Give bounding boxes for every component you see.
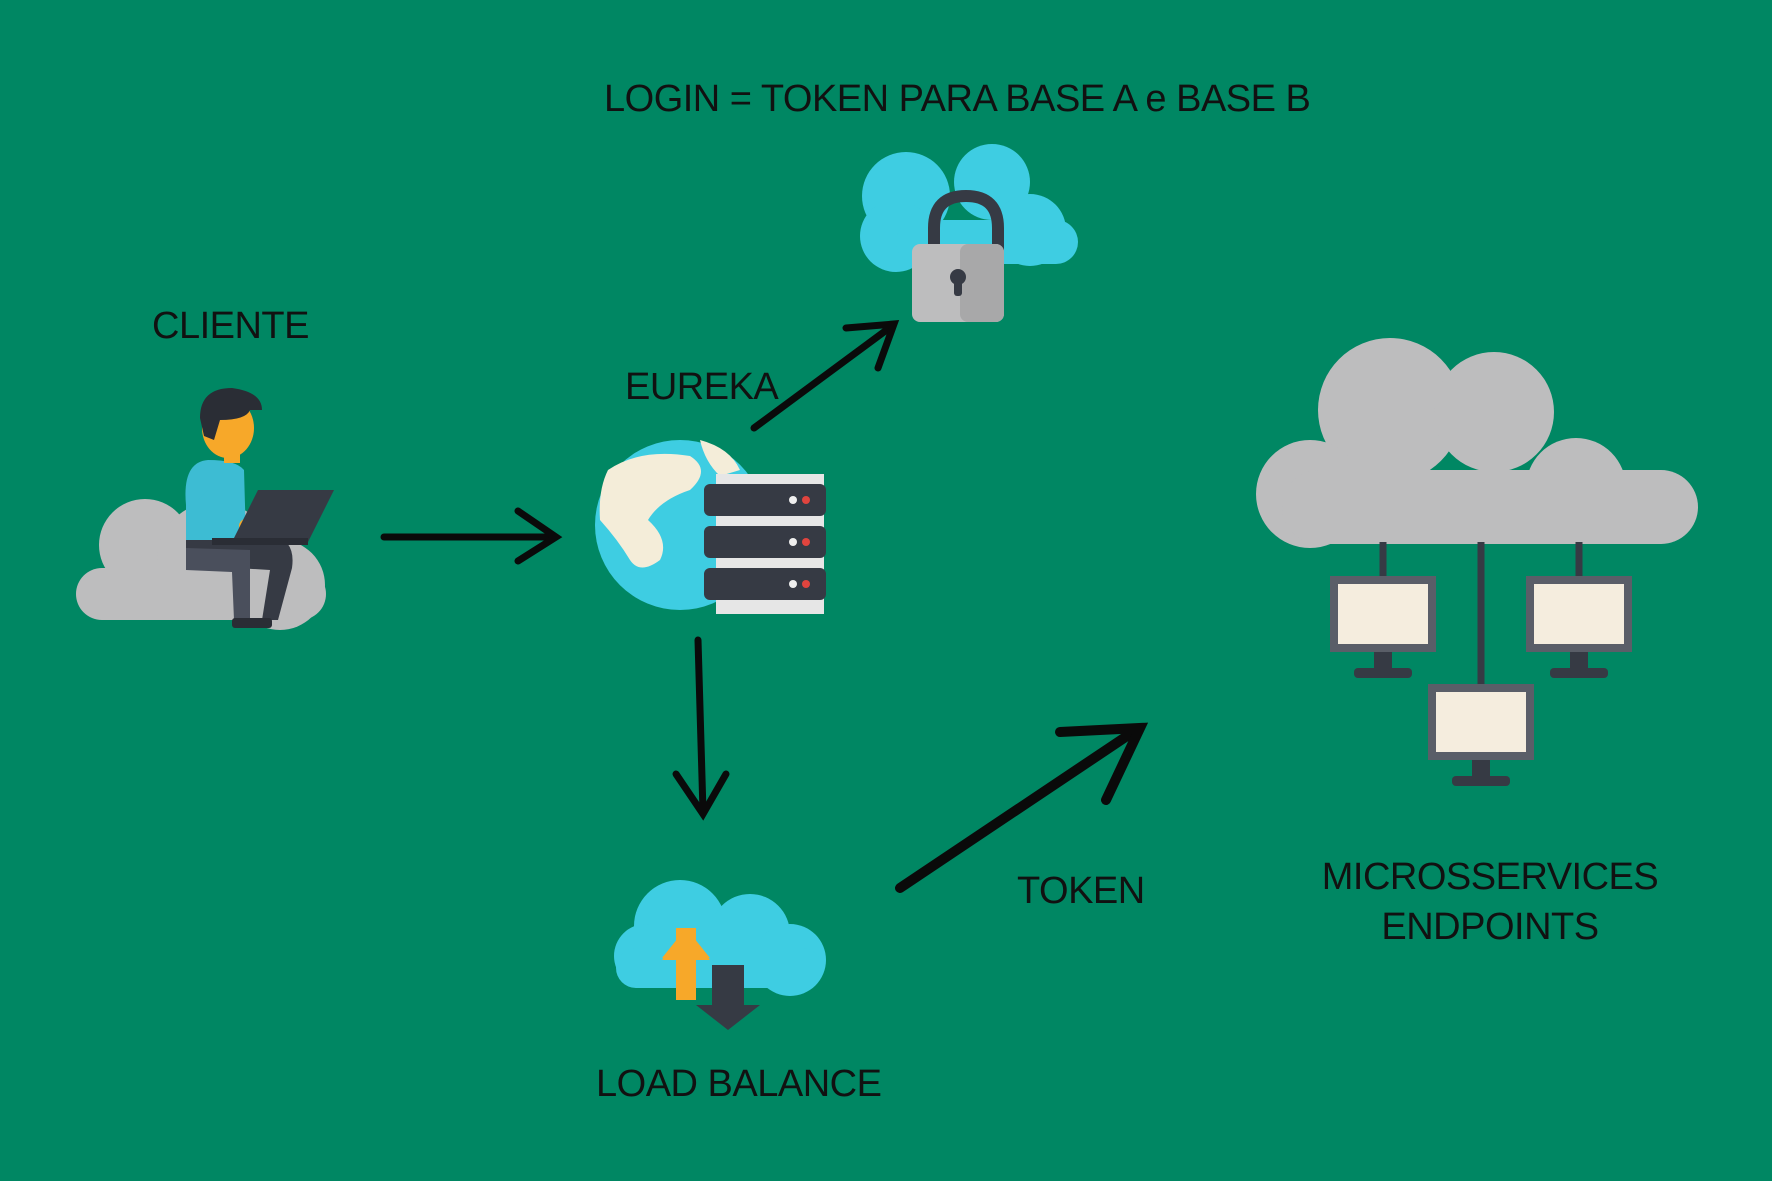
token-edge-label: TOKEN <box>1017 870 1145 912</box>
microservices-label: MICROSSERVICES ENDPOINTS <box>1290 852 1690 952</box>
server-rack <box>704 474 826 614</box>
microservices-label-line2: ENDPOINTS <box>1381 906 1599 948</box>
cloud-network-monitors-icon <box>1256 338 1698 786</box>
client-label: CLIENTE <box>152 305 309 347</box>
cloud-lock-icon <box>860 144 1078 322</box>
load-balance-label: LOAD BALANCE <box>596 1063 882 1105</box>
microservices-label-line1: MICROSSERVICES <box>1321 856 1659 898</box>
monitor-left <box>1330 576 1436 678</box>
monitor-right <box>1526 576 1632 678</box>
monitor-center <box>1428 684 1534 786</box>
cloud-transfer-icon <box>614 880 826 1030</box>
arrow-eureka-to-load-balance <box>672 636 730 821</box>
arrow-eureka-to-auth <box>750 320 900 432</box>
arrow-client-to-eureka <box>380 507 563 565</box>
globe-server-icon <box>595 440 826 614</box>
arrow-load-balance-to-microservices <box>895 722 1149 893</box>
user-laptop-on-cloud-icon <box>76 388 334 630</box>
diagram-title: LOGIN = TOKEN PARA BASE A e BASE B <box>604 78 1311 120</box>
eureka-label: EUREKA <box>625 366 779 408</box>
